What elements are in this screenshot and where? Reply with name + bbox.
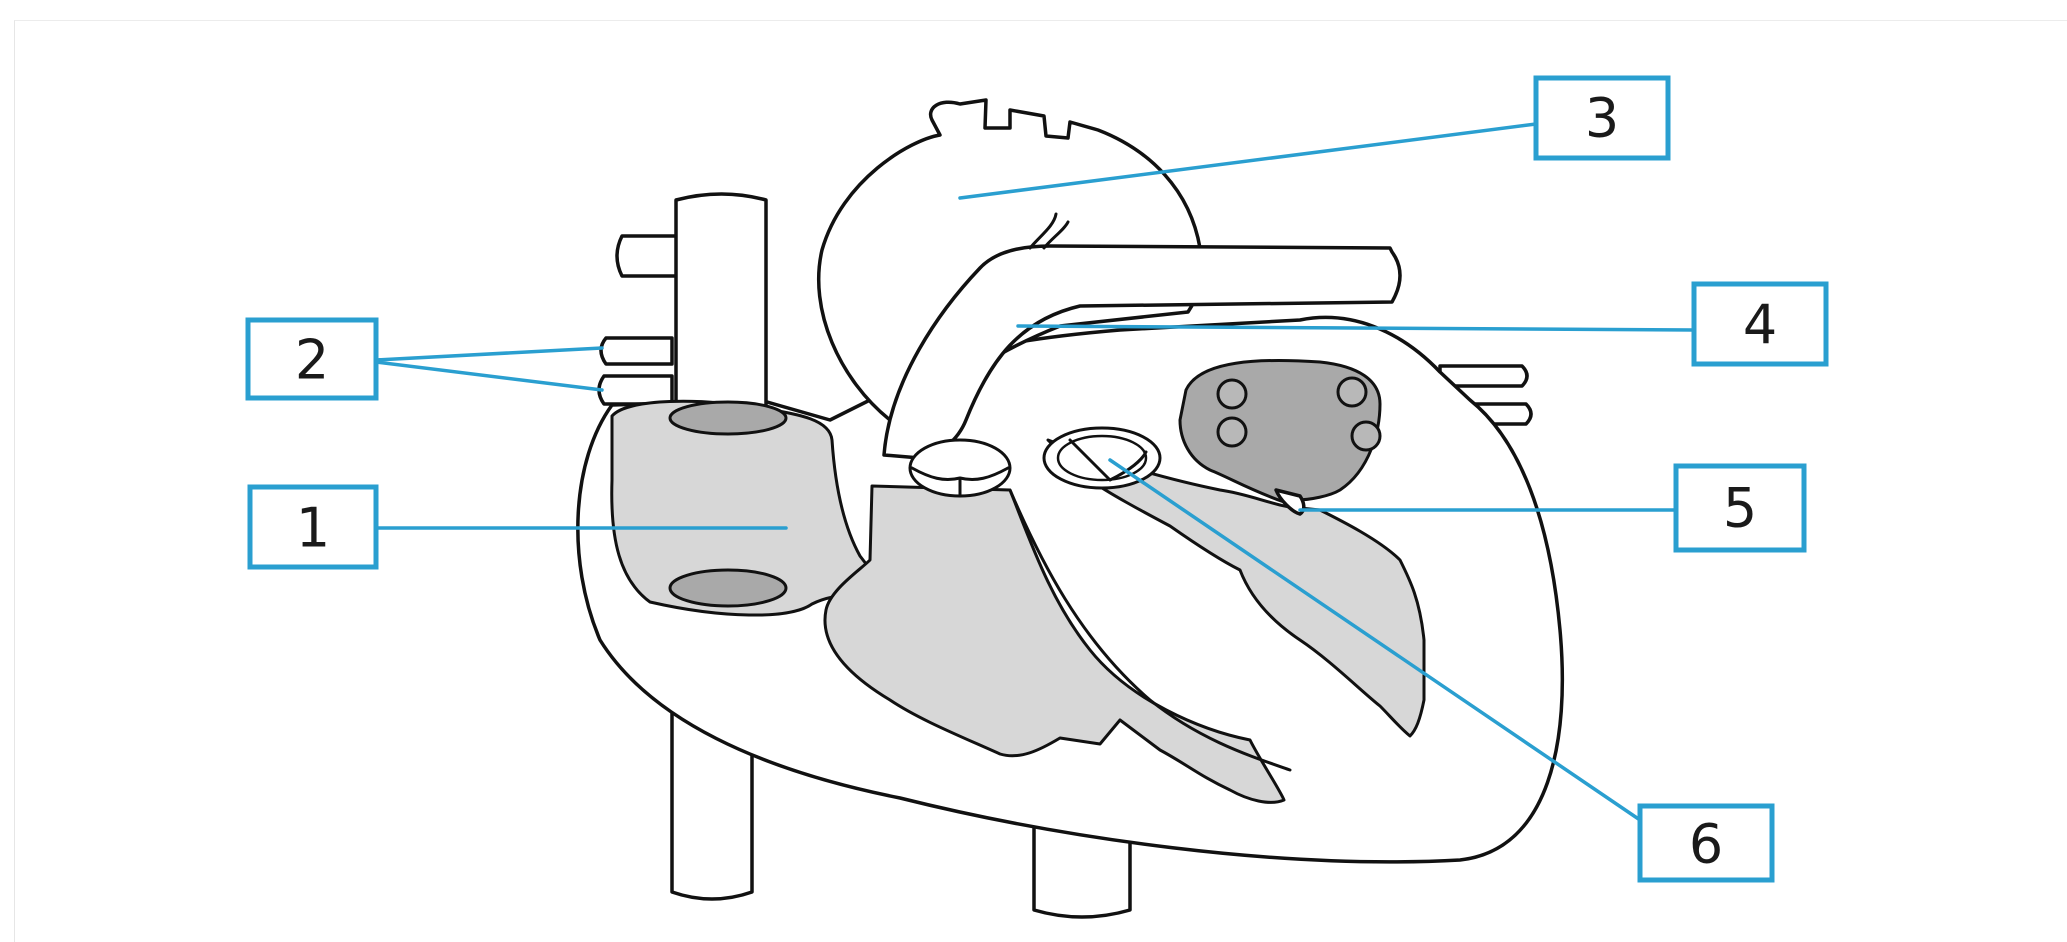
inferior-vena-cava-opening — [670, 570, 786, 606]
label-box-6: 6 — [1640, 806, 1772, 880]
label-3-text: 3 — [1585, 87, 1619, 150]
label-5-text: 5 — [1723, 477, 1757, 540]
label-2-text: 2 — [295, 329, 329, 392]
pulmonary-vein-opening-2 — [1338, 378, 1366, 406]
superior-vena-cava — [676, 194, 766, 420]
label-4-text: 4 — [1743, 294, 1777, 357]
label-box-5: 5 — [1676, 466, 1804, 550]
label-6-text: 6 — [1689, 813, 1723, 876]
superior-vena-cava-opening — [670, 402, 786, 434]
pulmonary-vein-left-upper — [601, 338, 672, 364]
pulmonary-artery-left-branch — [617, 236, 680, 276]
pulmonary-vein-left-lower — [599, 376, 672, 404]
pulmonary-vein-opening-4 — [1352, 422, 1380, 450]
label-box-3: 3 — [1536, 78, 1668, 158]
leader-2b — [376, 362, 602, 390]
label-box-2: 2 — [248, 320, 376, 398]
pulmonary-vein-opening-3 — [1218, 418, 1246, 446]
label-box-4: 4 — [1694, 284, 1826, 364]
label-box-1: 1 — [250, 487, 376, 567]
pulmonary-vein-opening-1 — [1218, 380, 1246, 408]
leader-2a — [376, 348, 602, 360]
label-1-text: 1 — [296, 497, 330, 560]
